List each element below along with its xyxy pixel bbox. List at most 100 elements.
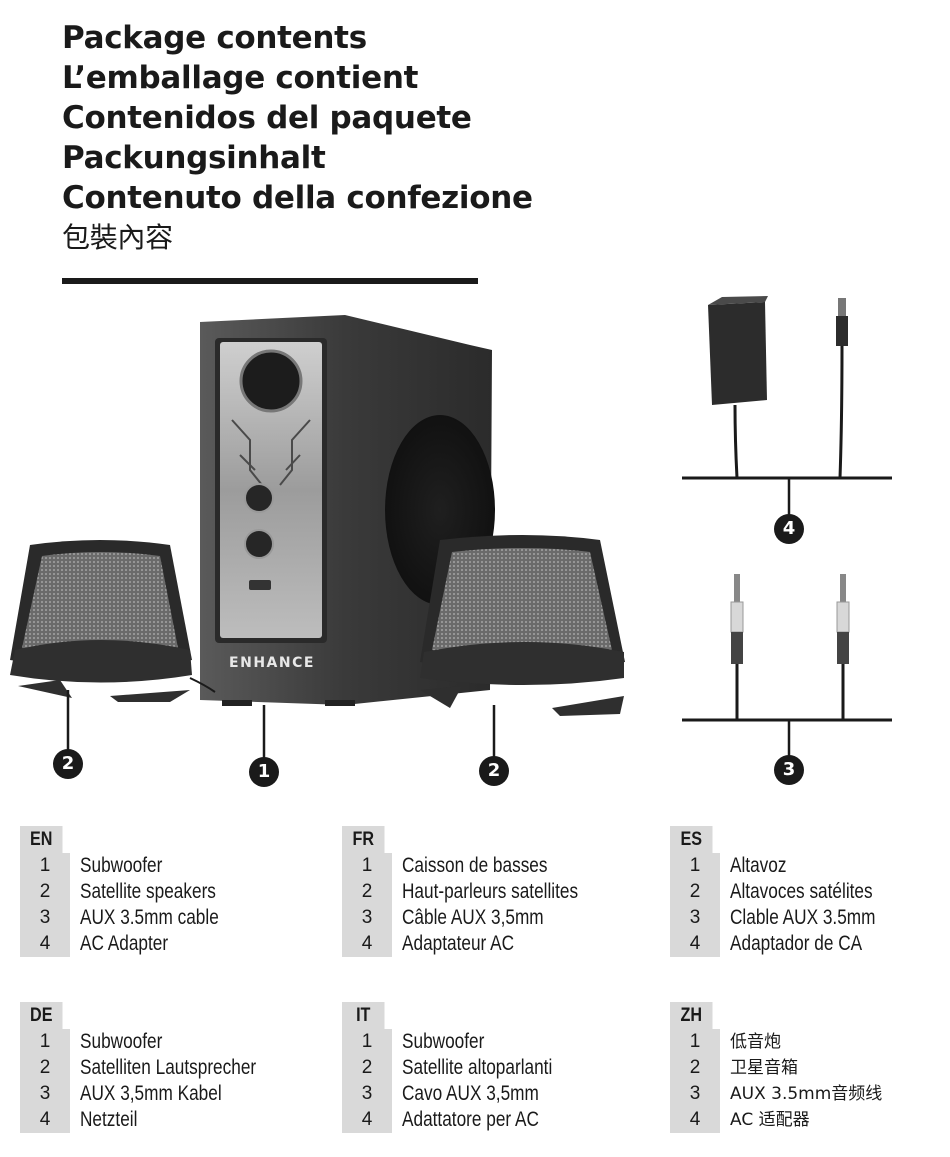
list-item: 4 AC 适配器 xyxy=(670,1107,950,1133)
callout-aux-cable: 3 xyxy=(774,755,804,785)
item-number: 2 xyxy=(342,1055,392,1081)
item-number: 4 xyxy=(670,931,720,957)
item-label: Adaptador de CA xyxy=(730,932,863,955)
title-zh: 包裝內容 xyxy=(62,221,173,254)
subwoofer-illustration: ENHANCE xyxy=(200,315,495,706)
list-item: 1 Altavoz xyxy=(670,853,950,879)
item-label: Altavoz xyxy=(730,854,787,877)
item-label: 低音炮 xyxy=(730,1032,781,1052)
item-number: 2 xyxy=(670,879,720,905)
item-label: Satelliten Lautsprecher xyxy=(80,1056,257,1079)
item-label: AUX 3.5mm cable xyxy=(80,906,219,929)
item-number: 3 xyxy=(342,1081,392,1107)
right-speaker-illustration xyxy=(420,535,625,716)
item-number: 2 xyxy=(20,879,70,905)
list-item: 1 Subwoofer xyxy=(342,1029,622,1055)
item-label: AUX 3,5mm Kabel xyxy=(80,1082,222,1105)
item-label: Satellite altoparlanti xyxy=(402,1056,553,1079)
legend-es: ES 1 Altavoz 2 Altavoces satélites 3 Clable… xyxy=(670,826,950,957)
lang-code: EN xyxy=(20,826,63,853)
item-number: 1 xyxy=(20,853,70,879)
left-speaker-illustration xyxy=(10,540,216,702)
aux-cable-illustration xyxy=(682,574,892,757)
list-item: 4 Adaptateur AC xyxy=(342,931,622,957)
item-label: Câble AUX 3,5mm xyxy=(402,906,544,929)
legend-zh: ZH 1 低音炮 2 卫星音箱 3 AUX 3.5mm音频线 4 AC 适配器 xyxy=(670,1002,950,1133)
brand-logo: ENHANCE xyxy=(229,655,315,671)
callout-left-speaker: 2 xyxy=(53,749,83,779)
item-label: Subwoofer xyxy=(402,1030,485,1053)
title-fr: L’emballage contient xyxy=(62,60,419,96)
item-number: 2 xyxy=(342,879,392,905)
list-item: 4 Netzteil xyxy=(20,1107,300,1133)
item-label: AC 适配器 xyxy=(730,1110,810,1130)
lang-code: DE xyxy=(20,1002,63,1029)
list-item: 3 AUX 3.5mm音频线 xyxy=(670,1081,950,1107)
callout-subwoofer: 1 xyxy=(249,757,279,787)
list-item: 2 卫星音箱 xyxy=(670,1055,950,1081)
list-item: 2 Satelliten Lautsprecher xyxy=(20,1055,300,1081)
item-label: 卫星音箱 xyxy=(730,1058,798,1078)
item-number: 4 xyxy=(670,1107,720,1133)
item-label: Adaptateur AC xyxy=(402,932,515,955)
item-label: Cavo AUX 3,5mm xyxy=(402,1082,539,1105)
title-es: Contenidos del paquete xyxy=(62,100,472,136)
item-number: 4 xyxy=(20,931,70,957)
list-item: 3 AUX 3,5mm Kabel xyxy=(20,1081,300,1107)
list-item: 4 AC Adapter xyxy=(20,931,300,957)
lang-code: ZH xyxy=(670,1002,713,1029)
list-item: 2 Haut-parleurs satellites xyxy=(342,879,622,905)
legend-de: DE 1 Subwoofer 2 Satelliten Lautsprecher 3… xyxy=(20,1002,300,1133)
item-number: 3 xyxy=(670,1081,720,1107)
item-label: Clable AUX 3.5mm xyxy=(730,906,876,929)
item-number: 2 xyxy=(20,1055,70,1081)
item-label: Haut-parleurs satellites xyxy=(402,880,579,903)
item-number: 3 xyxy=(20,1081,70,1107)
item-label: Netzteil xyxy=(80,1108,138,1131)
list-item: 3 Cavo AUX 3,5mm xyxy=(342,1081,622,1107)
list-item: 1 Subwoofer xyxy=(20,1029,300,1055)
item-number: 3 xyxy=(670,905,720,931)
title-de: Packungsinhalt xyxy=(62,140,326,176)
item-label: Subwoofer xyxy=(80,1030,163,1053)
product-illustration: ENHANCE xyxy=(10,296,892,759)
item-number: 3 xyxy=(342,905,392,931)
item-number: 4 xyxy=(20,1107,70,1133)
item-number: 1 xyxy=(342,853,392,879)
title-block: Package contents L’emballage contient Co… xyxy=(62,18,533,258)
item-label: Satellite speakers xyxy=(80,880,216,903)
item-number: 1 xyxy=(670,853,720,879)
item-number: 3 xyxy=(20,905,70,931)
item-number: 2 xyxy=(670,1055,720,1081)
callout-right-speaker: 2 xyxy=(479,756,509,786)
legend-en: EN 1 Subwoofer 2 Satellite speakers 3 AUX 3… xyxy=(20,826,300,957)
list-item: 1 Caisson de basses xyxy=(342,853,622,879)
title-en: Package contents xyxy=(62,20,367,56)
list-item: 3 AUX 3.5mm cable xyxy=(20,905,300,931)
ac-adapter-illustration xyxy=(682,296,892,515)
item-label: AC Adapter xyxy=(80,932,169,955)
list-item: 1 Subwoofer xyxy=(20,853,300,879)
list-item: 1 低音炮 xyxy=(670,1029,950,1055)
item-label: AUX 3.5mm音频线 xyxy=(730,1084,883,1104)
callout-ac-adapter: 4 xyxy=(774,514,804,544)
lang-code: ES xyxy=(670,826,713,853)
item-label: Altavoces satélites xyxy=(730,880,873,903)
list-item: 4 Adaptador de CA xyxy=(670,931,950,957)
list-item: 2 Satellite speakers xyxy=(20,879,300,905)
item-number: 1 xyxy=(342,1029,392,1055)
list-item: 3 Clable AUX 3.5mm xyxy=(670,905,950,931)
list-item: 3 Câble AUX 3,5mm xyxy=(342,905,622,931)
item-number: 4 xyxy=(342,1107,392,1133)
item-label: Caisson de basses xyxy=(402,854,548,877)
item-label: Subwoofer xyxy=(80,854,163,877)
lang-code: IT xyxy=(342,1002,385,1029)
item-number: 1 xyxy=(670,1029,720,1055)
item-number: 4 xyxy=(342,931,392,957)
title-underline xyxy=(62,278,478,284)
item-number: 1 xyxy=(20,1029,70,1055)
list-item: 2 Satellite altoparlanti xyxy=(342,1055,622,1081)
